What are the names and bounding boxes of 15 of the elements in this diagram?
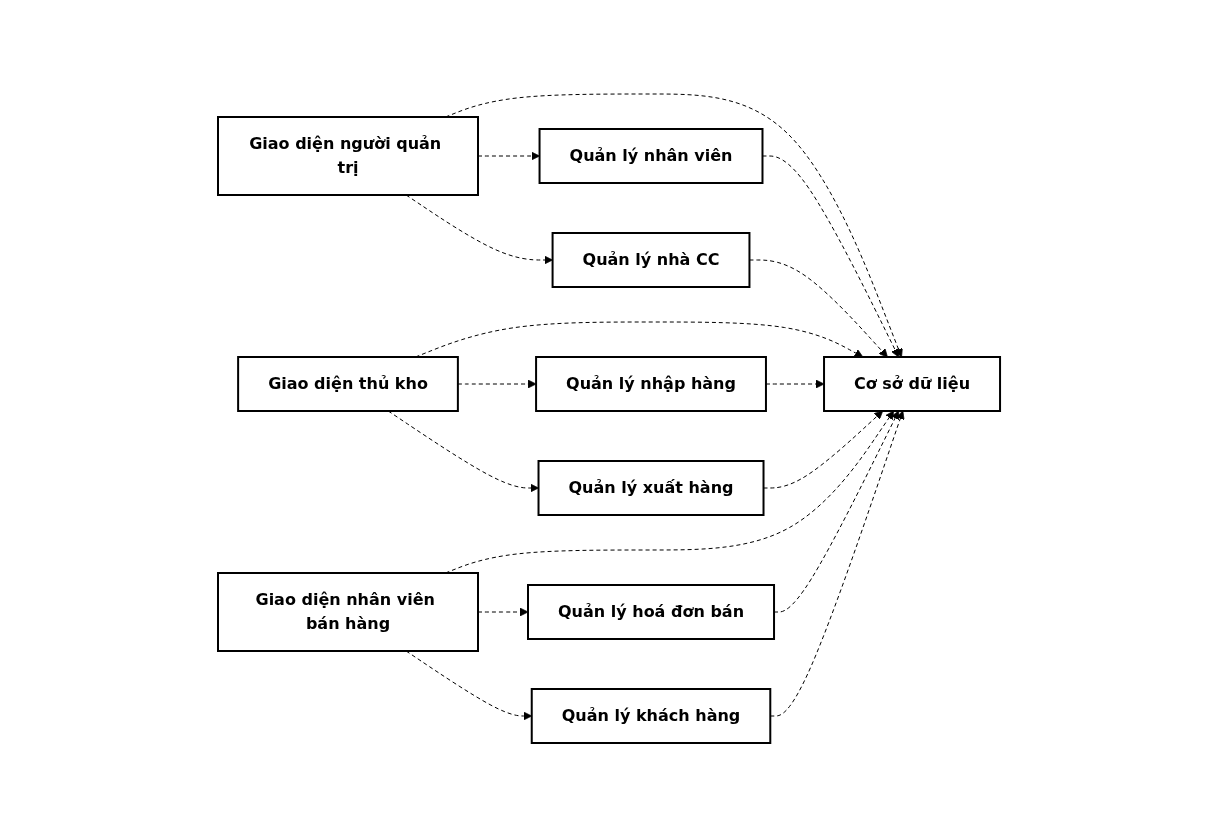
arrow [457,379,537,389]
node-box: Giao diện thủ kho [237,356,459,412]
node-box: Cơ sở dữ liệu [823,356,1001,412]
node-box: Quản lý khách hàng [530,688,772,744]
arrow [765,379,825,389]
node-box: Quản lý xuất hàng [537,460,765,516]
node-box: Quản lý nhập hàng [535,356,767,412]
node-box: Quản lý nhân viên [538,128,764,184]
node-box: Giao diện người quản trị [216,116,479,196]
node-box: Giao diện nhân viên bán hàng [216,572,479,652]
arrow [477,151,540,161]
arrow [763,410,884,489]
arrow [405,194,553,265]
node-box: Quản lý hoá đơn bán [526,584,775,640]
node-box: Quản lý nhà CC [551,232,751,288]
